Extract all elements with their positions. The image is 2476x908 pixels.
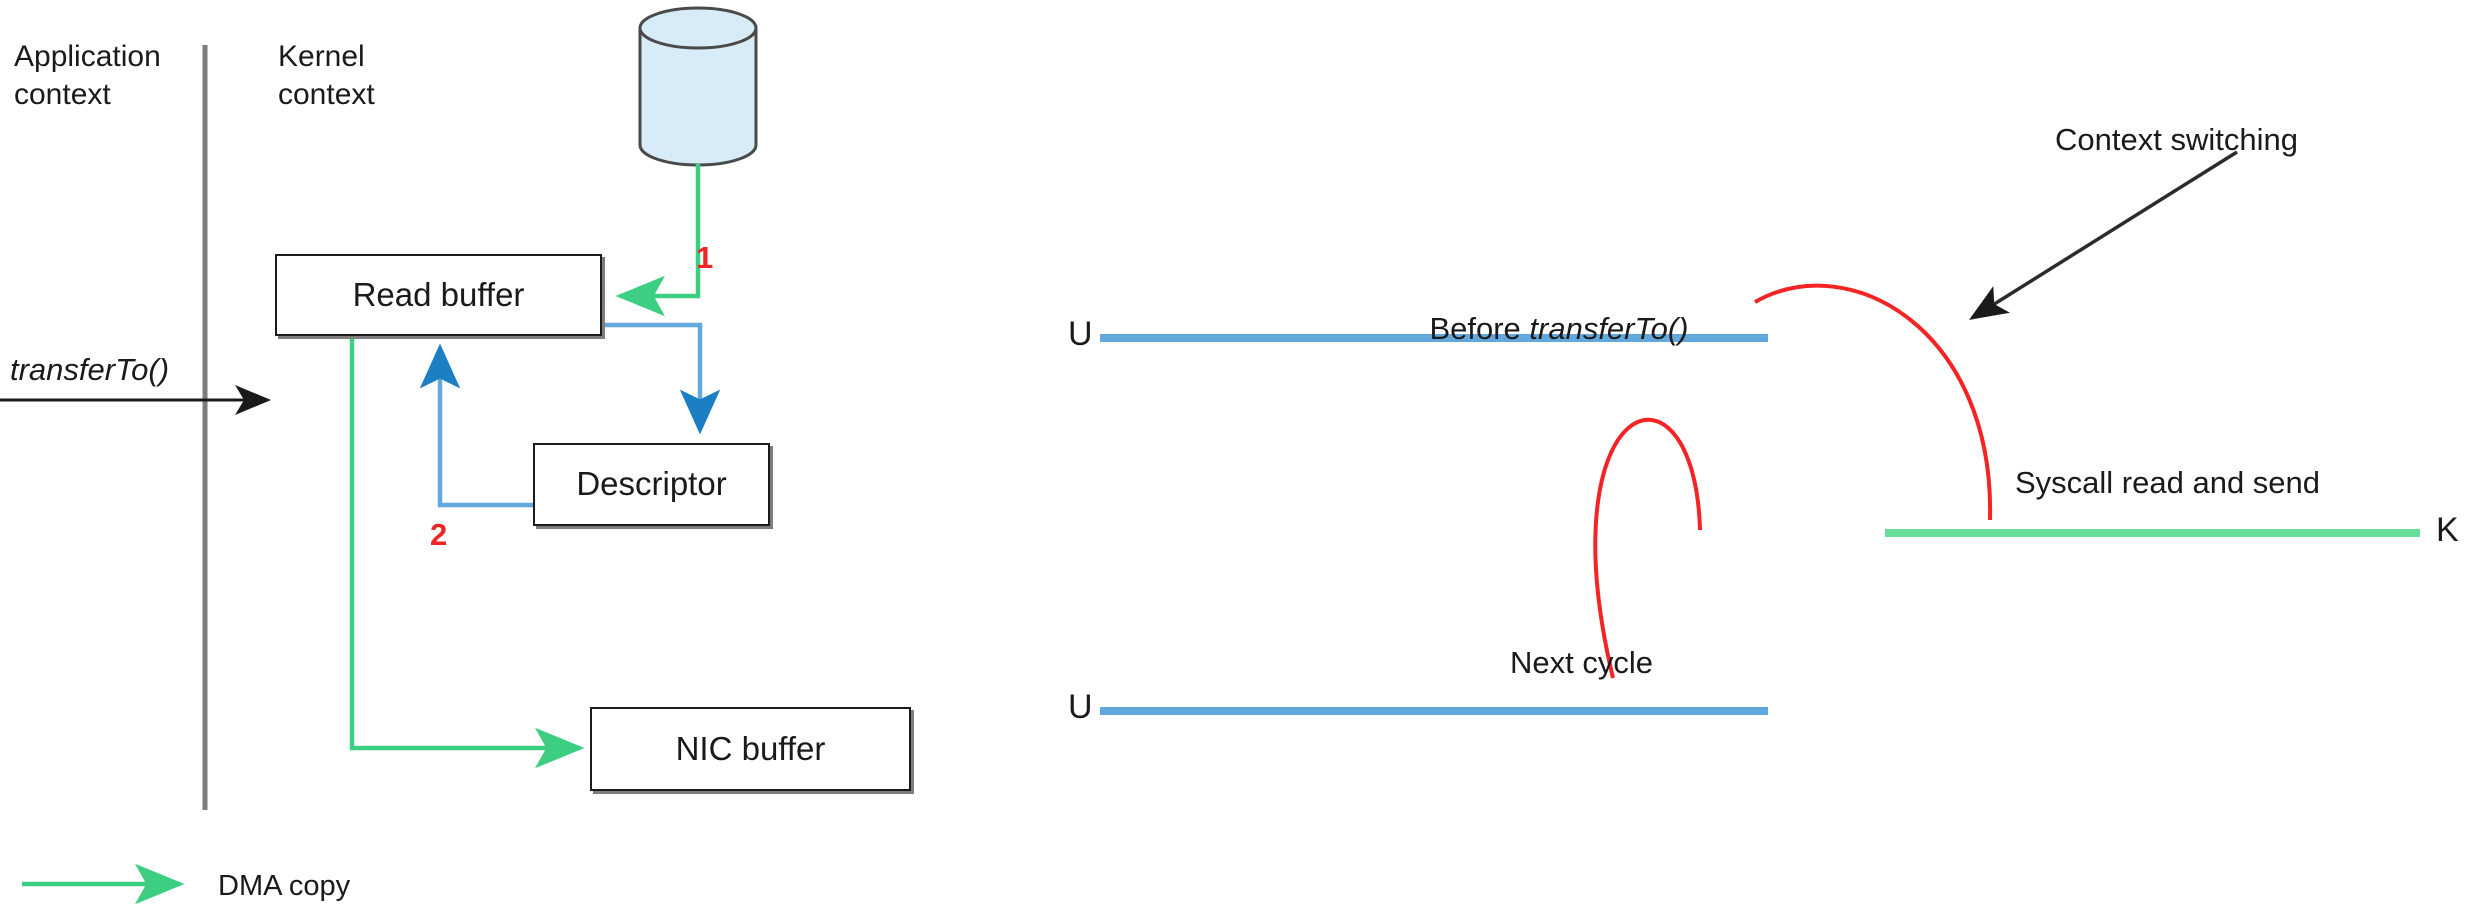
annotation-before-transferto: Before transferTo() bbox=[1395, 269, 1688, 388]
dma-disk-to-readbuffer-arrow bbox=[615, 164, 701, 317]
transferto-label: transferTo() bbox=[10, 352, 170, 387]
descriptor-to-readbuffer-arrow bbox=[419, 343, 533, 508]
node-descriptor-label: Descriptor bbox=[576, 465, 727, 503]
annotation-syscall-read-send: Syscall read and send bbox=[2015, 465, 2321, 500]
disk-cylinder-icon bbox=[638, 6, 758, 167]
annotation-before-transferto-italic: transferTo() bbox=[1529, 310, 1689, 346]
annotation-next-cycle: Next cycle bbox=[1510, 645, 1653, 680]
step-number-2: 2 bbox=[430, 517, 448, 552]
context-switching-pointer bbox=[1969, 150, 2238, 320]
dma-readbuffer-to-nic-arrow bbox=[349, 338, 585, 769]
legend-dma-copy-label: DMA copy bbox=[218, 870, 351, 902]
node-nic-buffer[interactable]: NIC buffer bbox=[590, 707, 911, 791]
node-read-buffer[interactable]: Read buffer bbox=[275, 254, 602, 336]
context-switch-arc-up bbox=[1593, 417, 1702, 679]
step-number-1: 1 bbox=[696, 240, 714, 275]
readbuffer-to-descriptor-arrow bbox=[602, 322, 721, 435]
node-read-buffer-label: Read buffer bbox=[352, 275, 525, 313]
user-mode-label-bottom: U bbox=[1068, 688, 1093, 726]
context-switch-arc-down bbox=[1754, 283, 1993, 521]
annotation-context-switching: Context switching bbox=[2055, 122, 2298, 157]
kernel-mode-label: K bbox=[2436, 511, 2459, 549]
node-descriptor[interactable]: Descriptor bbox=[533, 443, 770, 526]
annotation-before-transferto-plain: Before bbox=[1429, 310, 1530, 346]
node-nic-buffer-label: NIC buffer bbox=[675, 729, 826, 767]
user-mode-label-top: U bbox=[1068, 315, 1093, 353]
